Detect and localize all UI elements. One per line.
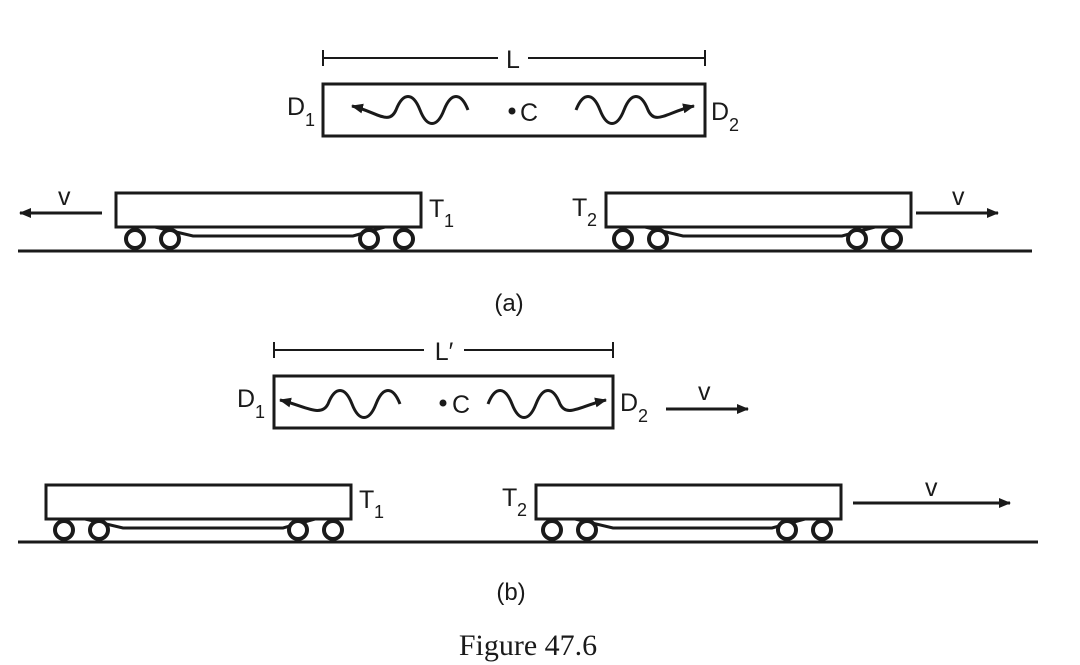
light-wave-left-b <box>279 389 402 419</box>
panel-label-a: (a) <box>494 290 523 317</box>
train-t2-label-b: T <box>502 484 517 512</box>
center-dot-b <box>439 399 447 407</box>
light-wave-left-a <box>351 95 470 125</box>
detector-d2-b: D 2 <box>620 389 648 426</box>
svg-text:1: 1 <box>374 502 384 522</box>
center-label-b: C <box>452 391 470 419</box>
detector-d2-a: D 2 <box>711 98 739 135</box>
velocity-arrow-t2-a: v <box>916 183 999 218</box>
train-t1-label-b: T <box>359 486 374 514</box>
length-dimension-b: L′ <box>273 338 614 366</box>
center-label-a: C <box>520 99 538 127</box>
center-dot-a <box>508 107 516 115</box>
svg-text:1: 1 <box>305 110 315 130</box>
velocity-arrow-t2-b: v <box>853 474 1011 508</box>
train-t1-b: T 1 <box>44 483 384 541</box>
panel-label-b: (b) <box>496 579 525 606</box>
panel-b: L′ C D 1 D 2 v <box>18 338 1038 606</box>
figure-caption: Figure 47.6 <box>459 629 597 662</box>
svg-text:2: 2 <box>638 406 648 426</box>
velocity-label-box-b: v <box>698 378 711 406</box>
length-label-b: L′ <box>435 338 454 366</box>
train-t2-b: T 2 <box>502 483 843 541</box>
velocity-label-t1-a: v <box>58 183 71 211</box>
svg-text:1: 1 <box>255 402 265 422</box>
svg-text:D: D <box>237 385 255 413</box>
detector-d1-b: D 1 <box>237 385 265 422</box>
svg-text:2: 2 <box>517 500 527 520</box>
train-t1-a: T 1 <box>114 191 454 250</box>
svg-text:2: 2 <box>587 210 597 230</box>
svg-text:2: 2 <box>729 115 739 135</box>
svg-text:D: D <box>287 93 305 121</box>
train-t2-label-a: T <box>572 194 587 222</box>
length-label-a: L <box>506 46 520 74</box>
velocity-arrow-t1-a: v <box>19 183 102 218</box>
svg-text:1: 1 <box>444 211 454 231</box>
velocity-label-t2-b: v <box>925 474 938 502</box>
length-dimension-a: L <box>322 46 706 74</box>
panel-a: L C D 1 D 2 T 1 <box>18 46 1032 317</box>
detector-d1-a: D 1 <box>287 93 315 130</box>
svg-text:D: D <box>711 98 729 126</box>
velocity-arrow-box-b: v <box>666 378 749 414</box>
light-wave-right-b <box>486 389 607 419</box>
train-t2-a: T 2 <box>572 191 913 250</box>
light-wave-right-a <box>574 95 695 125</box>
velocity-label-t2-a: v <box>952 183 965 211</box>
svg-text:D: D <box>620 389 638 417</box>
train-t1-label-a: T <box>429 195 444 223</box>
